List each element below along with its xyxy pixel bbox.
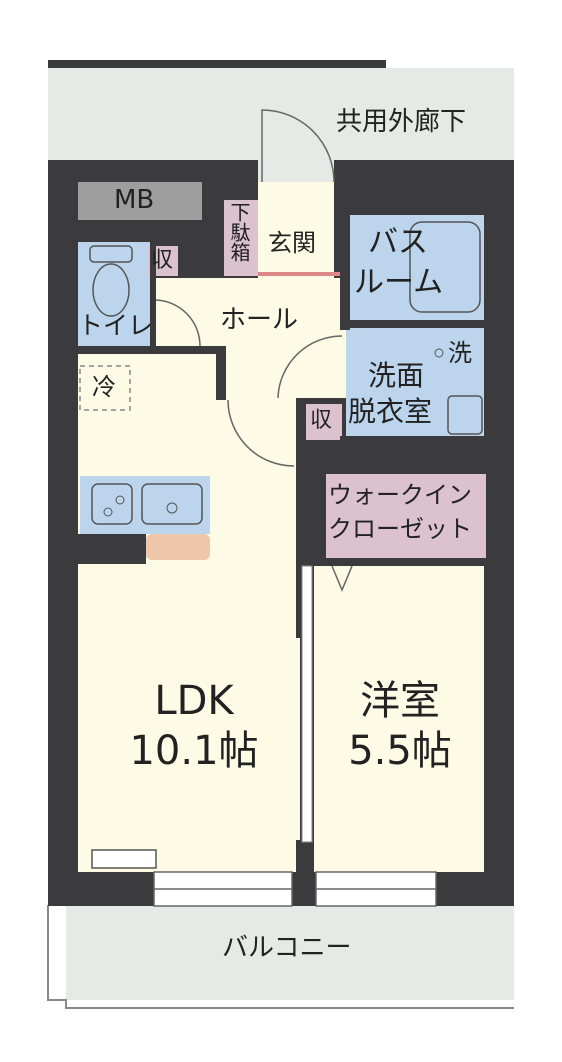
wash-storage <box>304 404 342 440</box>
entrance-label: 玄関 <box>268 229 316 257</box>
bath-floor <box>350 215 484 321</box>
balcony-area <box>66 905 514 1000</box>
wall <box>300 560 486 566</box>
hall-label: ホール <box>220 305 299 335</box>
sink-bowl-1 <box>91 483 133 525</box>
fridge-space <box>79 365 131 411</box>
ldk-door-swing <box>227 399 295 467</box>
sliding-door <box>301 565 313 843</box>
entrance-opening <box>258 160 334 182</box>
toilet-door-swing <box>155 299 201 347</box>
washer-drain <box>434 348 444 358</box>
wall <box>150 242 156 350</box>
bath-label-2: ルーム <box>354 265 444 300</box>
wic-label-1: ウォークイン <box>328 481 472 509</box>
wall <box>340 200 350 330</box>
ldk-label-2: 10.1帖 <box>129 728 259 774</box>
ldk-label-1: LDK <box>154 678 234 724</box>
wall <box>340 436 488 458</box>
shoe-box <box>224 200 258 276</box>
entrance-door-swing <box>261 109 335 183</box>
counter-top <box>146 534 210 560</box>
wall <box>296 458 486 470</box>
balcony-rail <box>47 905 514 1009</box>
step-line <box>258 272 340 276</box>
wic-label-2: クローゼット <box>328 515 472 543</box>
washroom-door-swing <box>277 335 343 399</box>
washroom-label-2: 脱衣室 <box>348 395 433 428</box>
wall <box>296 840 314 876</box>
mb-label: MB <box>114 185 155 215</box>
burner <box>115 495 125 505</box>
wash-storage-label: 収 <box>310 408 333 433</box>
western-label-2: 5.5帖 <box>348 728 452 774</box>
toilet-label: トイレ <box>78 311 154 340</box>
hall-lower-floor <box>226 352 296 454</box>
wall <box>78 220 224 242</box>
wall <box>296 398 306 638</box>
wall <box>78 534 146 564</box>
wall <box>216 346 226 400</box>
corridor-edge <box>48 60 386 68</box>
drain <box>166 502 178 514</box>
bath-label-1: バス <box>368 225 428 260</box>
washroom-label-1: 洗面 <box>368 359 425 392</box>
western-floor <box>314 566 484 872</box>
fridge-label: 冷 <box>92 373 116 401</box>
wic-door <box>331 565 353 592</box>
balcony-label: バルコニー <box>222 933 352 963</box>
wash-basin <box>447 395 483 435</box>
toilet-storage-label: 収 <box>151 248 174 273</box>
washer-label: 洗 <box>448 339 472 367</box>
western-label-1: 洋室 <box>360 678 440 724</box>
bathtub <box>409 221 481 313</box>
wall <box>340 320 488 328</box>
entrance-floor <box>258 182 334 278</box>
corridor-label: 共用外廊下 <box>336 107 467 137</box>
wic-floor <box>326 474 486 558</box>
ac-unit <box>91 849 157 869</box>
mb-box <box>78 182 202 220</box>
toilet-tank <box>89 245 133 263</box>
sink-bowl-2 <box>141 483 203 525</box>
toilet-bowl <box>92 263 130 317</box>
washroom-floor <box>346 326 484 438</box>
shoe-box-label: 下駄箱 <box>227 202 251 262</box>
burner <box>103 507 113 517</box>
